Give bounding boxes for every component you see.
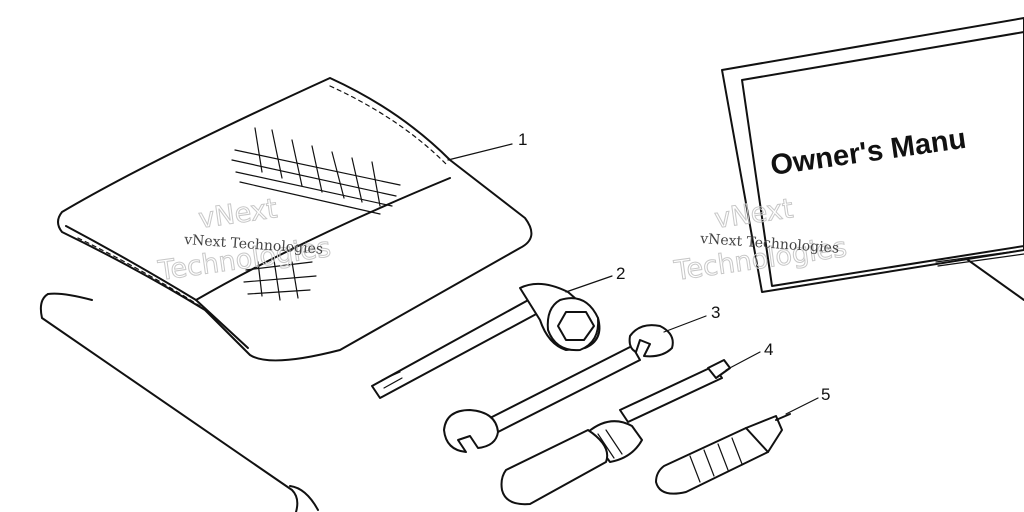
screwdriver-handle-bit bbox=[655, 413, 791, 495]
pouch-stitching bbox=[231, 127, 401, 301]
screwdriver bbox=[500, 359, 731, 506]
callout-3: 3 bbox=[711, 303, 720, 322]
callout-2: 2 bbox=[616, 264, 625, 283]
owners-manual: Owner's Manu bbox=[721, 17, 1024, 293]
callout-5: 5 bbox=[821, 385, 830, 404]
tool-pouch bbox=[57, 77, 533, 362]
leader-lines bbox=[447, 143, 819, 415]
open-end-wrench bbox=[443, 324, 674, 453]
callout-1: 1 bbox=[518, 130, 527, 149]
callout-4: 4 bbox=[764, 340, 773, 359]
spark-plug-wrench bbox=[371, 282, 601, 399]
